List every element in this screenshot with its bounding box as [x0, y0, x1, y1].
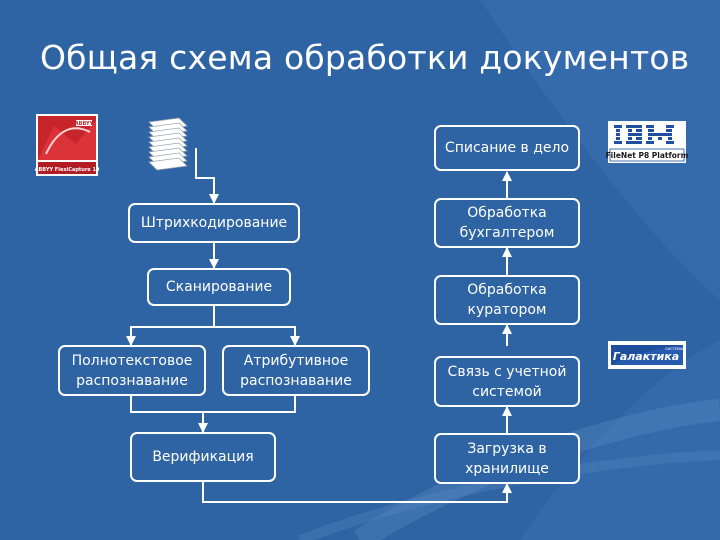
accounting-system-link-box: Связь с учетной системой [434, 356, 580, 407]
arrow-attribute-to-verification [203, 396, 296, 413]
fulltext-recognition-box: Полнотекстовое распознавание [58, 345, 206, 396]
scanning-label: Сканирование [165, 279, 273, 295]
archive-box: Списание в дело [434, 125, 580, 171]
curator-processing-box: Обработка куратором [434, 275, 580, 325]
scanning-box: Сканирование [147, 268, 291, 306]
arrow-scanning-to-attribute [214, 326, 300, 346]
abbyy-flexicapture-logo: ABBYY ABBYY FlexiCapture 10 [35, 114, 100, 176]
storage-upload-line2: хранилище [465, 460, 549, 477]
barcoding-label: Штрихкодирование [140, 215, 288, 231]
verification-box: Верификация [130, 432, 276, 482]
attribute-recognition-label-line1: Атрибутивное [243, 352, 349, 369]
curator-processing-line1: Обработка [467, 282, 547, 298]
arrow-fulltext-to-verification [130, 396, 208, 433]
document-stack-icon [148, 117, 188, 171]
storage-upload-line1: Загрузка в [467, 440, 547, 457]
ibm-filenet-logo: FileNet P8 Platform [606, 121, 689, 163]
verification-label: Верификация [152, 449, 254, 465]
accountant-processing-line1: Обработка [467, 205, 547, 221]
svg-text:Галактика: Галактика [613, 350, 679, 363]
svg-text:СИСТЕМЫ: СИСТЕМЫ [665, 347, 683, 351]
svg-text:ABBYY: ABBYY [75, 121, 94, 127]
barcoding-box: Штрихкодирование [128, 203, 300, 243]
arrow-docs-to-barcoding [195, 148, 219, 204]
arrow-verification-to-storage [202, 482, 512, 503]
attribute-recognition-box: Атрибутивное распознавание [222, 345, 370, 396]
galaktika-logo: Галактика СИСТЕМЫ [608, 341, 686, 369]
page-title: Общая схема обработки документов [40, 38, 690, 77]
fulltext-recognition-label-line1: Полнотекстовое [71, 352, 193, 369]
archive-label: Списание в дело [444, 140, 570, 156]
svg-text:FileNet P8 Platform: FileNet P8 Platform [606, 151, 689, 160]
accounting-system-link-line1: Связь с учетной [447, 363, 567, 380]
svg-text:ABBYY FlexiCapture 10: ABBYY FlexiCapture 10 [35, 167, 100, 173]
curator-processing-line2: куратором [467, 302, 547, 318]
storage-upload-box: Загрузка в хранилище [434, 433, 580, 484]
accounting-system-link-line2: системой [472, 383, 542, 400]
fulltext-recognition-label-line2: распознавание [76, 372, 188, 389]
accountant-processing-box: Обработка бухгалтером [434, 198, 580, 248]
accountant-processing-line2: бухгалтером [459, 225, 555, 241]
arrow-scanning-to-fulltext [126, 306, 215, 346]
attribute-recognition-label-line2: распознавание [240, 372, 352, 389]
